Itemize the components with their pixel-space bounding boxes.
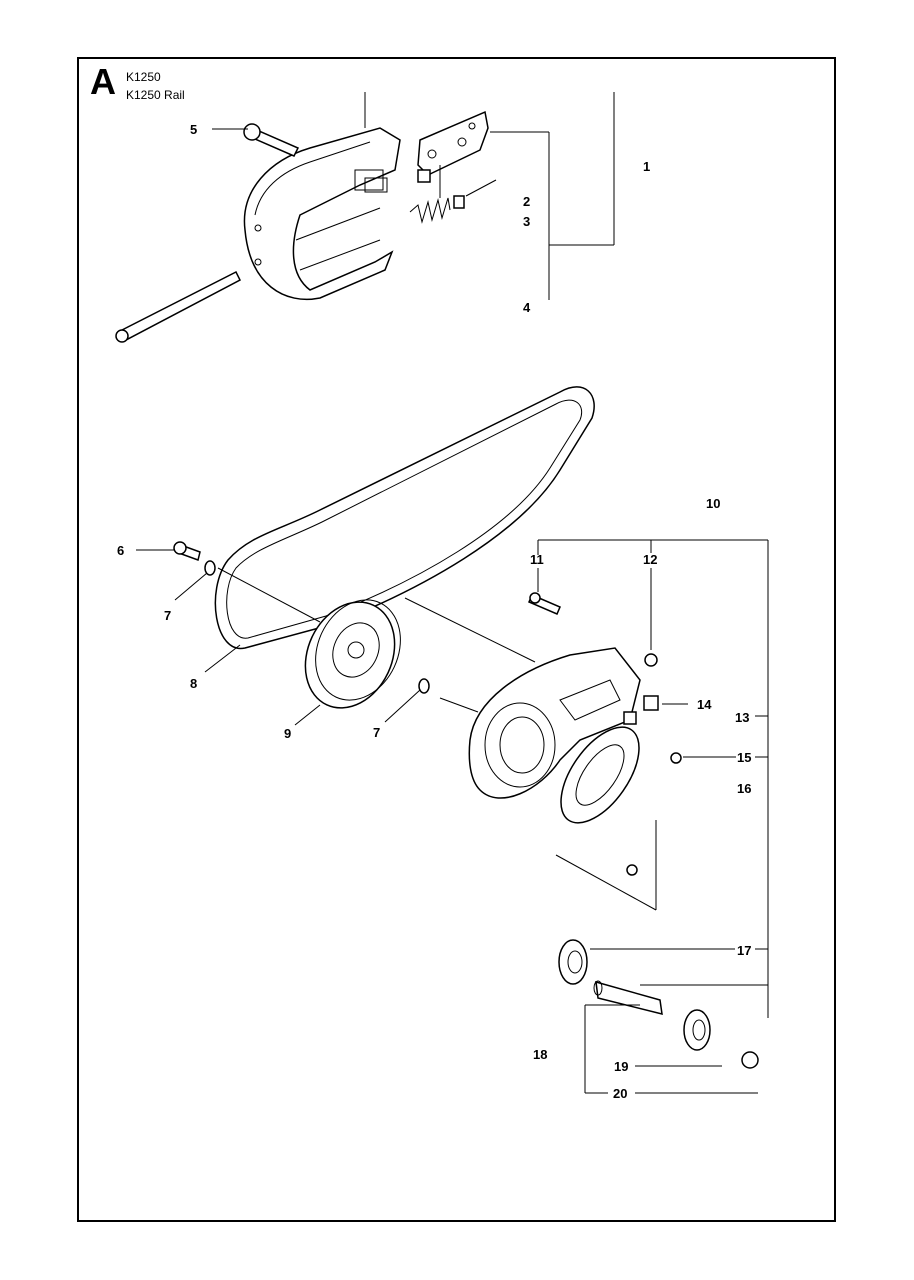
callout-1: 1 [643, 159, 650, 174]
screw-11 [528, 592, 561, 615]
callout-18: 18 [533, 1047, 547, 1062]
screw-20 [741, 1051, 759, 1069]
callout-11: 11 [530, 552, 544, 567]
callout-8: 8 [190, 676, 197, 691]
belt-guard-upper [243, 127, 401, 300]
leaders-upper [212, 92, 615, 300]
callout-13: 13 [735, 710, 749, 725]
sleeve-14 [623, 695, 659, 725]
screw-15 [670, 752, 682, 764]
bolt-5 [243, 123, 300, 157]
callout-10: 10 [706, 496, 720, 511]
callout-4: 4 [523, 300, 531, 315]
belt-guard-lower [468, 647, 641, 799]
callout-7: 7 [164, 608, 171, 623]
tension-spring [409, 195, 465, 224]
washer-7b [418, 678, 430, 694]
callout-20: 20 [613, 1086, 627, 1101]
nut-12 [644, 653, 658, 667]
drawing-frame [77, 57, 836, 1222]
model-name: K1250 [126, 70, 161, 84]
section-letter: A [90, 61, 116, 102]
callout-16: 16 [737, 781, 751, 796]
belt-pulley [304, 599, 401, 709]
drive-belt [214, 386, 595, 650]
callout-9: 9 [284, 726, 291, 741]
callout-labels: 1 2 3 4 5 6 7 8 9 7 10 11 12 13 14 15 16… [117, 122, 751, 1101]
callout-3: 3 [523, 214, 530, 229]
callout-19: 19 [614, 1059, 628, 1074]
callout-6: 6 [117, 543, 124, 558]
model-name: K1250 Rail [126, 88, 185, 102]
bearing-17 [558, 939, 588, 985]
cover-plate-16 [560, 726, 640, 876]
callout-15: 15 [737, 750, 751, 765]
callout-12: 12 [643, 552, 657, 567]
callout-17: 17 [737, 943, 751, 958]
callout-7: 7 [373, 725, 380, 740]
long-bolt [115, 270, 241, 343]
callout-2: 2 [523, 194, 530, 209]
bearing-19 [683, 1009, 711, 1051]
bolt-6 [173, 541, 201, 561]
callout-14: 14 [697, 697, 712, 712]
callout-5: 5 [190, 122, 197, 137]
washer-7a [204, 560, 216, 576]
shaft-18 [593, 980, 663, 1015]
tensioner-plate [417, 110, 489, 183]
leaders-lower [136, 539, 769, 1094]
